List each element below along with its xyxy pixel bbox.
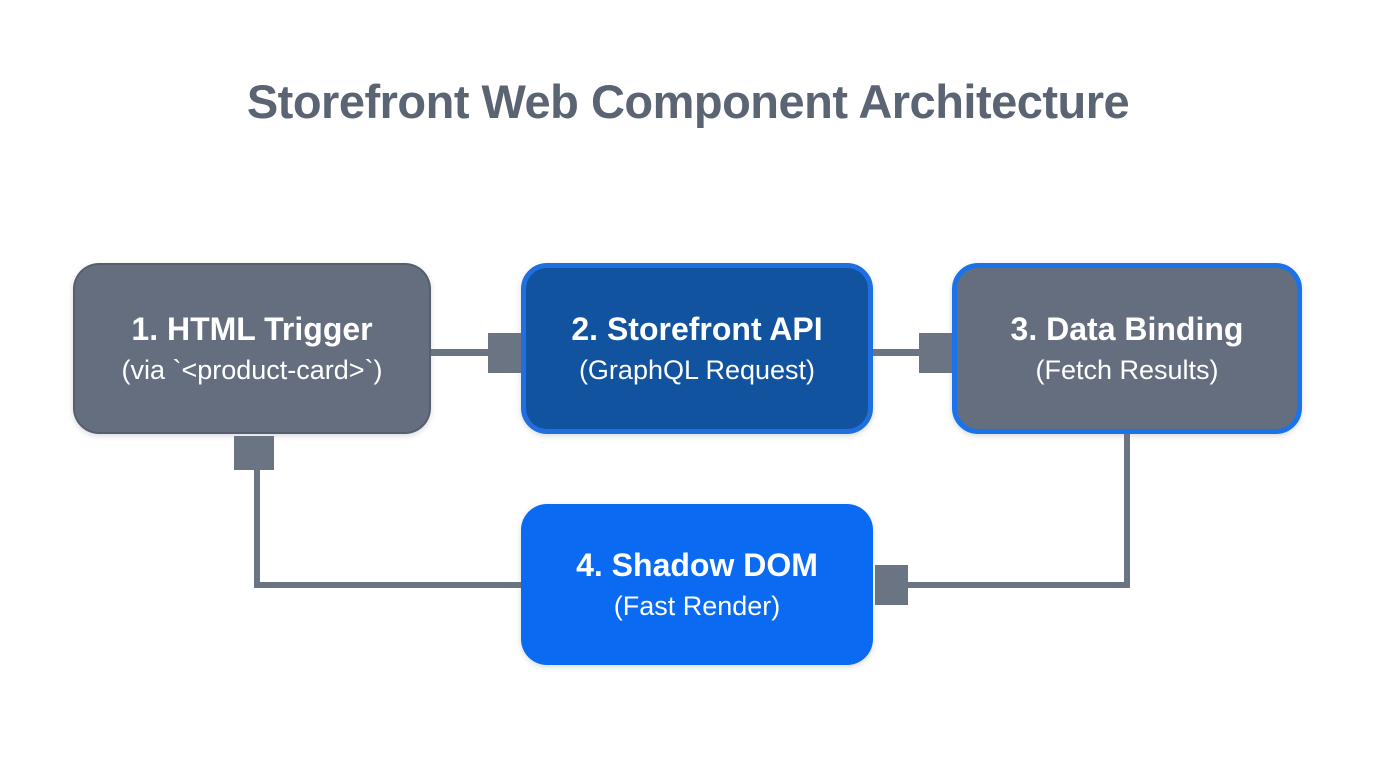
node-html-trigger-detail: (via `<product-card>`) <box>121 354 383 385</box>
node-shadow-dom-step: 4. Shadow DOM <box>576 546 818 583</box>
arrow-3-to-4-vertical-shaft <box>1124 434 1130 588</box>
node-data-binding-detail: (Fetch Results) <box>1035 354 1219 385</box>
arrow-4-to-1-horizontal-shaft <box>254 582 521 588</box>
node-storefront-api-detail: (GraphQL Request) <box>578 354 816 385</box>
node-html-trigger-step: 1. HTML Trigger <box>131 310 373 347</box>
arrow-4-to-1-vertical-shaft <box>254 468 260 588</box>
arrow-2-to-3-right-arrowhead-icon <box>919 333 952 373</box>
arrow-2-to-3-shaft <box>873 349 921 356</box>
arrow-4-to-1-up-arrowhead-icon <box>234 436 274 470</box>
node-data-binding: 3. Data Binding (Fetch Results) <box>952 263 1302 434</box>
arrow-3-to-4-left-arrowhead-icon <box>875 565 908 605</box>
node-shadow-dom: 4. Shadow DOM (Fast Render) <box>521 504 873 665</box>
node-html-trigger: 1. HTML Trigger (via `<product-card>`) <box>73 263 431 434</box>
node-data-binding-step: 3. Data Binding <box>1010 310 1244 347</box>
arrow-1-to-2-shaft <box>431 349 489 356</box>
node-shadow-dom-detail: (Fast Render) <box>613 590 781 621</box>
diagram-title: Storefront Web Component Architecture <box>246 75 1130 128</box>
node-storefront-api: 2. Storefront API (GraphQL Request) <box>521 263 873 434</box>
arrow-3-to-4-horizontal-shaft <box>906 582 1130 588</box>
arrow-1-to-2-right-arrowhead-icon <box>488 333 521 373</box>
node-storefront-api-step: 2. Storefront API <box>571 310 823 347</box>
